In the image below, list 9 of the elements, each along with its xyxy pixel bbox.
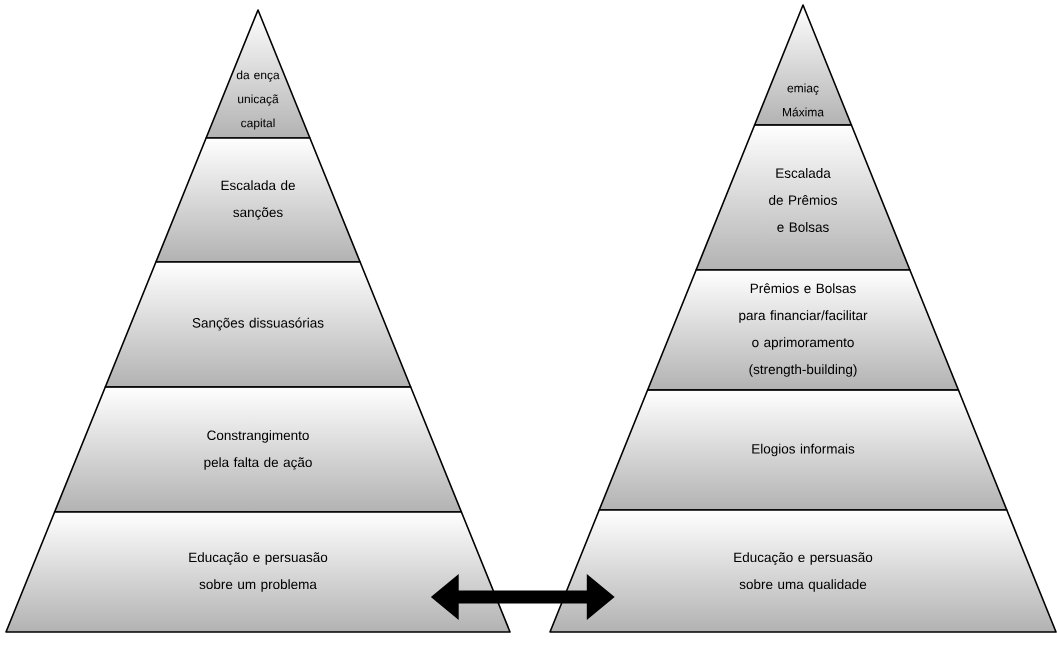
pyramid-apex: da ença unicaçã capital (205, 9, 311, 139)
pyramid-level: Elogios informais (598, 389, 1008, 511)
pyramid-level: Educação e persuasão sobre uma qualidade (549, 509, 1057, 633)
pyramid-level: Constrangimento pela falta de ação (53, 386, 463, 513)
pyramid-level: Sanções dissuasórias (104, 261, 412, 388)
pyramid-apex: emiaç Máxima (753, 4, 853, 126)
pyramid-level: Prêmios e Bolsas para financiar/facilitar o aprimoramento (strength-building) (646, 269, 960, 391)
pyramid-level: Educação e persuasão sobre um problema (5, 511, 511, 633)
pyramid-level: Escalada de sanções (155, 137, 361, 263)
